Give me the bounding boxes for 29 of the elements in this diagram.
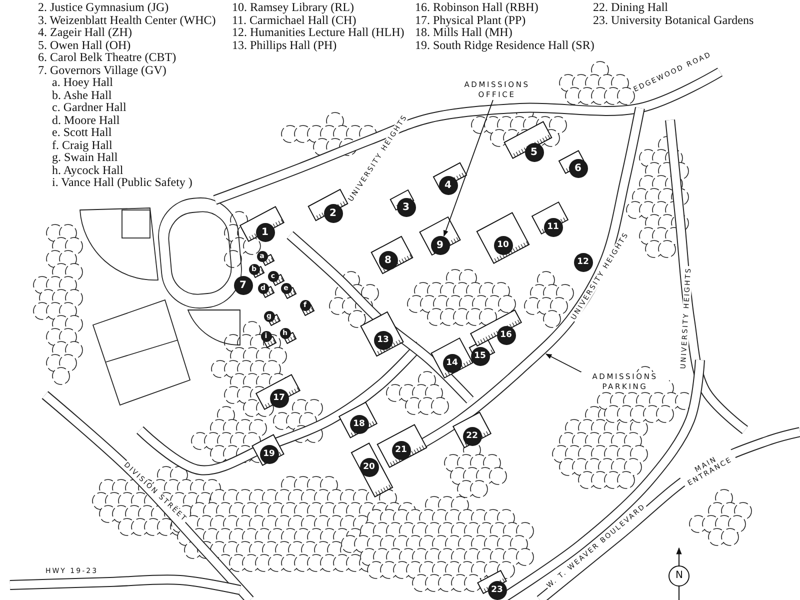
- key-entry: 13. Phillips Hall (PH): [232, 38, 337, 51]
- key-entry: 2. Justice Gymnasium (JG): [38, 1, 169, 14]
- key-entry: d. Moore Hall: [52, 114, 120, 126]
- key-entry: 4. Zageir Hall (ZH): [38, 26, 132, 38]
- key-entry: 12. Humanities Lecture Hall (HLH): [232, 26, 404, 38]
- key-entry: g. Swain Hall: [52, 151, 118, 164]
- key-entry: 19. South Ridge Residence Hall (SR): [415, 38, 594, 51]
- key-entry: 23. University Botanical Gardens: [593, 14, 754, 26]
- key-entry: f. Craig Hall: [52, 138, 112, 151]
- leader-line: [444, 100, 494, 237]
- key-entry: 16. Robinson Hall (RBH): [415, 1, 538, 14]
- key-entry: c. Gardner Hall: [52, 101, 126, 114]
- key-entry: 17. Physical Plant (PP): [415, 14, 526, 26]
- key-entry: 11. Carmichael Hall (CH): [232, 14, 356, 26]
- key-entry: i. Vance Hall (Public Safety ): [52, 176, 192, 188]
- key-entry: 6. Carol Belk Theatre (CBT): [38, 51, 176, 64]
- building-number: 12: [574, 252, 592, 272]
- key-entry: a. Hoey Hall: [52, 76, 113, 88]
- key-entry: 5. Owen Hall (OH): [38, 38, 131, 51]
- key-entry: 18. Mills Hall (MH): [415, 26, 512, 38]
- key-entry: h. Aycock Hall: [52, 164, 124, 176]
- key-entry: b. Ashe Hall: [52, 88, 112, 101]
- key-entry: 7. Governors Village (GV): [38, 64, 166, 76]
- key-entry: 3. Weizenblatt Health Center (WHC): [38, 14, 216, 26]
- compass-letter: N: [676, 571, 683, 581]
- key-entry: e. Scott Hall: [52, 126, 112, 138]
- building-number: 7: [234, 276, 252, 294]
- key-entry: 10. Ramsey Library (RL): [232, 1, 354, 14]
- key-entry: 22. Dining Hall: [593, 1, 668, 14]
